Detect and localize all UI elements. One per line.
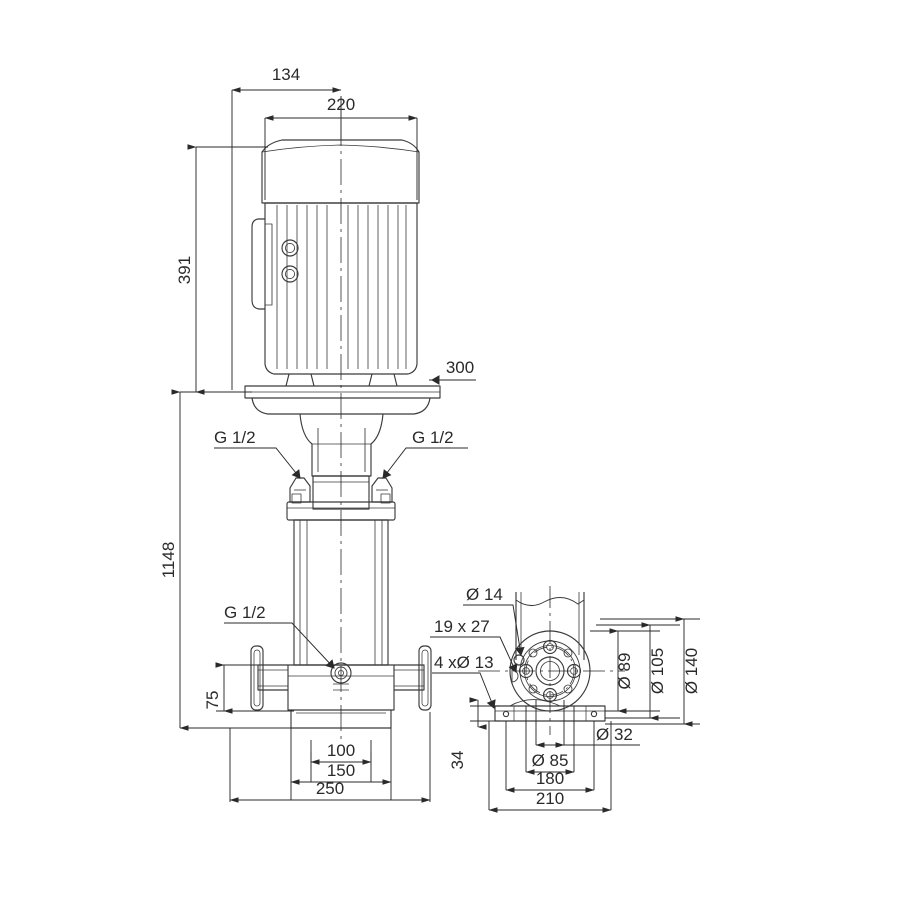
dim-text-100: 100 bbox=[327, 741, 355, 760]
stool-break-line bbox=[515, 597, 585, 606]
stool-inner-lines bbox=[520, 592, 580, 655]
terminal-bolt-lower-inner bbox=[284, 268, 296, 280]
motor-feet bbox=[285, 373, 398, 387]
section-view-dimension-text: Ø 14 19 x 27 4 xØ 13 Ø 89 Ø 105 Ø 140 34… bbox=[434, 585, 701, 808]
leader-dia-14 bbox=[463, 604, 522, 656]
flange-right bbox=[418, 645, 432, 711]
dim-text-1148: 1148 bbox=[159, 542, 178, 579]
terminal-box bbox=[251, 218, 265, 310]
dim-text-220: 220 bbox=[327, 95, 355, 114]
pump-tie-rods bbox=[299, 520, 383, 665]
motor-cooling-fins bbox=[276, 205, 399, 369]
front-view-geometry bbox=[244, 139, 441, 729]
dim-text-85: Ø 85 bbox=[532, 751, 569, 770]
dim-text-34: 34 bbox=[448, 751, 467, 770]
dim-text-134: 134 bbox=[272, 65, 300, 84]
terminal-bolt-upper bbox=[281, 239, 299, 257]
label-19x27: 19 x 27 bbox=[434, 617, 490, 636]
terminal-box-face bbox=[265, 223, 273, 306]
base-mounting-holes bbox=[502, 710, 598, 718]
leader-g12-top-right bbox=[382, 447, 468, 479]
front-view-dimension-lines bbox=[171, 87, 476, 803]
face-feature-sw bbox=[528, 684, 538, 694]
lantern-windows bbox=[317, 428, 366, 472]
motor-cap-seam bbox=[261, 144, 420, 153]
dim-text-89: Ø 89 bbox=[615, 653, 634, 690]
terminal-bolt-upper-inner bbox=[284, 242, 296, 254]
dim-text-150: 150 bbox=[327, 761, 355, 780]
port-right bbox=[394, 645, 432, 711]
dim-text-32: Ø 32 bbox=[596, 725, 633, 744]
dim-text-210: 210 bbox=[536, 789, 564, 808]
label-4x13: 4 xØ 13 bbox=[434, 653, 494, 672]
hole-dia-14 bbox=[513, 654, 525, 666]
base-hole-edges bbox=[513, 706, 587, 721]
pump-base-body bbox=[287, 664, 395, 711]
leader-4x13 bbox=[432, 672, 495, 709]
dim-text-180: 180 bbox=[536, 769, 564, 788]
label-g12-top-left: G 1/2 bbox=[214, 428, 256, 447]
flange-left bbox=[250, 645, 264, 711]
port-left bbox=[250, 645, 288, 711]
leader-g12-drain bbox=[224, 622, 335, 669]
dim-text-140: Ø 140 bbox=[682, 648, 701, 694]
face-feature-ne bbox=[563, 648, 573, 658]
dim-text-105: Ø 105 bbox=[648, 648, 667, 694]
face-feature-nw bbox=[528, 648, 538, 658]
dim-text-300: 300 bbox=[446, 358, 474, 377]
label-g12-top-right: G 1/2 bbox=[412, 428, 454, 447]
leader-g12-top-left bbox=[214, 447, 301, 479]
base-fillet-left bbox=[509, 699, 561, 707]
front-view-leaders bbox=[214, 447, 468, 672]
section-base-plate bbox=[494, 705, 606, 722]
label-dia-14: Ø 14 bbox=[466, 585, 503, 604]
terminal-bolt-lower bbox=[281, 265, 299, 283]
motor-body bbox=[264, 202, 418, 375]
dim-text-75: 75 bbox=[203, 691, 222, 710]
dim-text-250: 250 bbox=[316, 779, 344, 798]
dim-text-391: 391 bbox=[175, 256, 194, 284]
face-feature-se bbox=[563, 684, 573, 694]
section-view-dimension-lines bbox=[430, 604, 700, 813]
front-view-dimension-text: 134 220 391 1148 300 75 100 150 250 G 1/… bbox=[159, 65, 474, 798]
leader-19x27 bbox=[430, 636, 517, 673]
label-g12-drain: G 1/2 bbox=[224, 603, 266, 622]
